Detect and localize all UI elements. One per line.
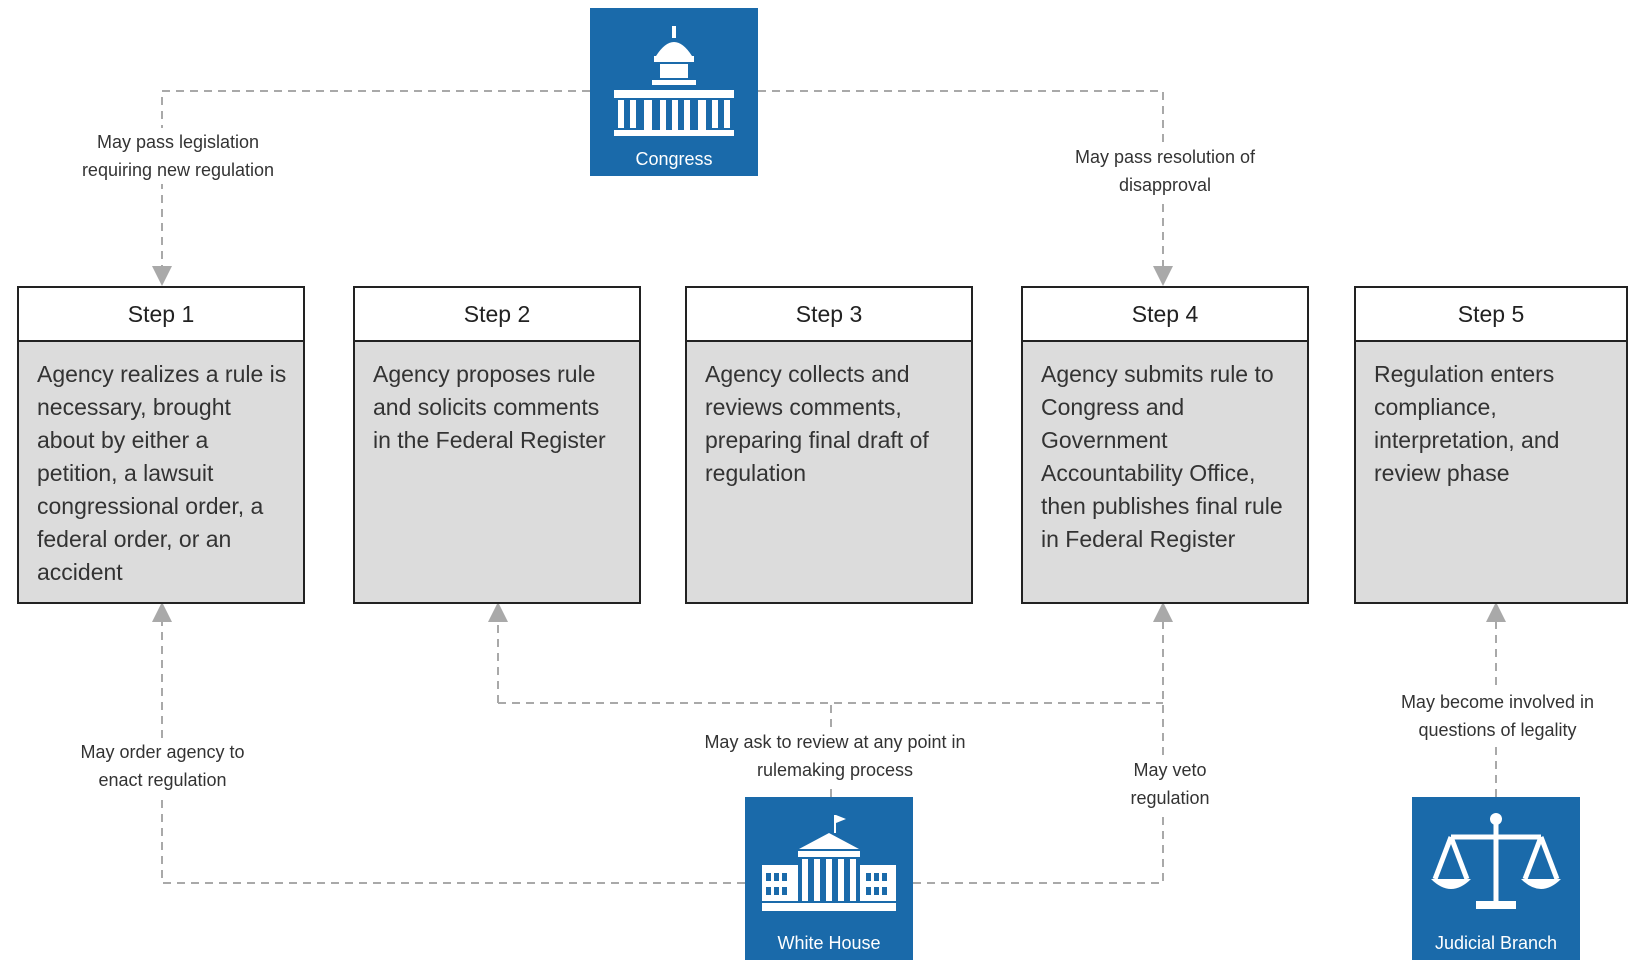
step-title: Step 4 [1023,288,1307,342]
step-4: Step 4 Agency submits rule to Congress a… [1021,286,1309,604]
step-text: Agency submits rule to Congress and Gove… [1041,361,1283,552]
label-legality: May become involved in questions of lega… [1390,688,1605,744]
step-title: Step 3 [687,288,971,342]
congress-label: Congress [635,149,713,169]
label-disapproval: May pass resolution of disapproval [1070,143,1260,199]
white-house-label: White House [777,933,881,953]
step-1: Step 1 Agency realizes a rule is necessa… [17,286,305,604]
label-legislation: May pass legislation requiring new regul… [78,128,278,184]
step-3: Step 3 Agency collects and reviews comme… [685,286,973,604]
wh-to-step1-line [152,602,745,884]
congress-entity: Congress [590,8,758,176]
step-title: Step 5 [1356,288,1626,342]
judicial-entity: Judicial Branch [1412,797,1580,960]
step-title: Step 1 [19,288,303,342]
label-order: May order agency to enact regulation [70,738,255,794]
step-2: Step 2 Agency proposes rule and solicits… [353,286,641,604]
label-review: May ask to review at any point in rulema… [700,728,970,784]
step-5: Step 5 Regulation enters compliance, int… [1354,286,1628,604]
capitol-icon [614,26,734,136]
step-text: Agency realizes a rule is necessary, bro… [37,361,287,585]
label-veto: May veto regulation [1120,756,1220,812]
congress-to-step1-line [152,90,590,286]
scales-icon [1431,813,1561,909]
step-text: Agency proposes rule and solicits commen… [373,361,606,453]
white-house-entity: White House [745,797,913,960]
judicial-label: Judicial Branch [1434,933,1558,953]
white-house-icon [762,815,896,911]
step-title: Step 2 [355,288,639,342]
step-text: Regulation enters compliance, interpreta… [1374,361,1560,486]
step-text: Agency collects and reviews comments, pr… [705,361,929,486]
